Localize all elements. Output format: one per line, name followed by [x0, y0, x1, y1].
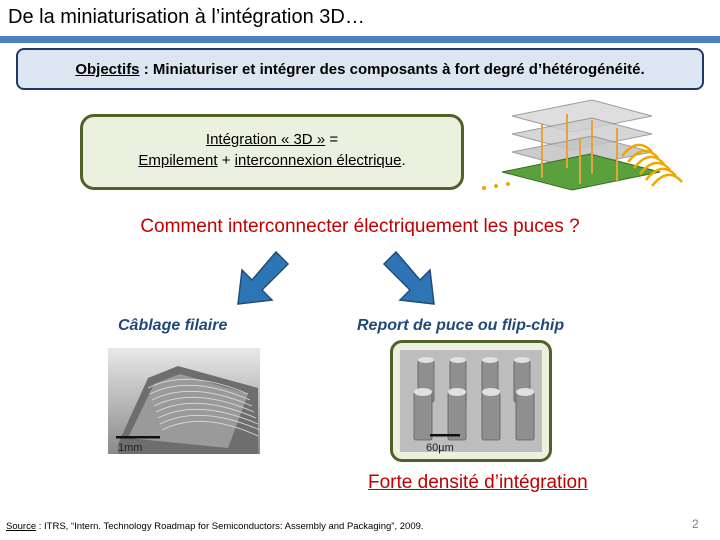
objective-box: Objectifs : Miniaturiser et intégrer des… [16, 48, 704, 90]
flip-chip-label: Report de puce ou flip-chip [357, 317, 564, 335]
wire-scale-label: 1mm [118, 442, 142, 454]
wire-bonding-photo [108, 348, 260, 454]
integration-equals: = [325, 131, 338, 148]
arrow-down-left-icon [232, 248, 292, 308]
objective-separator: : [140, 61, 153, 78]
title-underline-bar [0, 36, 720, 43]
integration-line-1: Intégration « 3D » = [83, 129, 461, 150]
page-number: 2 [692, 517, 699, 531]
flip-chip-photo [400, 350, 542, 452]
integration-line-2: Empilement + interconnexion électrique. [83, 150, 461, 171]
arrow-down-right-icon [380, 248, 440, 308]
integration-part-stacking: Empilement [138, 152, 217, 169]
integration-period: . [401, 152, 405, 169]
flip-scale-label: 60µm [426, 442, 454, 454]
integration-definition-box: Intégration « 3D » = Empilement + interc… [80, 114, 464, 190]
integration-part-interconnect: interconnexion électrique [235, 152, 402, 169]
source-label: Source [6, 521, 36, 532]
interconnect-question: Comment interconnecter électriquement le… [0, 214, 720, 240]
source-citation: Source : ITRS, “Intern. Technology Roadm… [6, 521, 424, 532]
wire-bonding-label: Câblage filaire [118, 317, 227, 335]
slide-title: De la miniaturisation à l’intégration 3D… [8, 4, 708, 30]
integration-plus: + [218, 152, 235, 169]
integration-term: Intégration « 3D » [206, 131, 325, 148]
integration-density-conclusion: Forte densité d’intégration [368, 472, 588, 494]
source-text: : ITRS, “Intern. Technology Roadmap for … [36, 521, 423, 532]
3d-stack-illustration [472, 94, 712, 204]
objective-label: Objectifs [75, 61, 139, 78]
objective-text: Miniaturiser et intégrer des composants … [153, 61, 645, 78]
